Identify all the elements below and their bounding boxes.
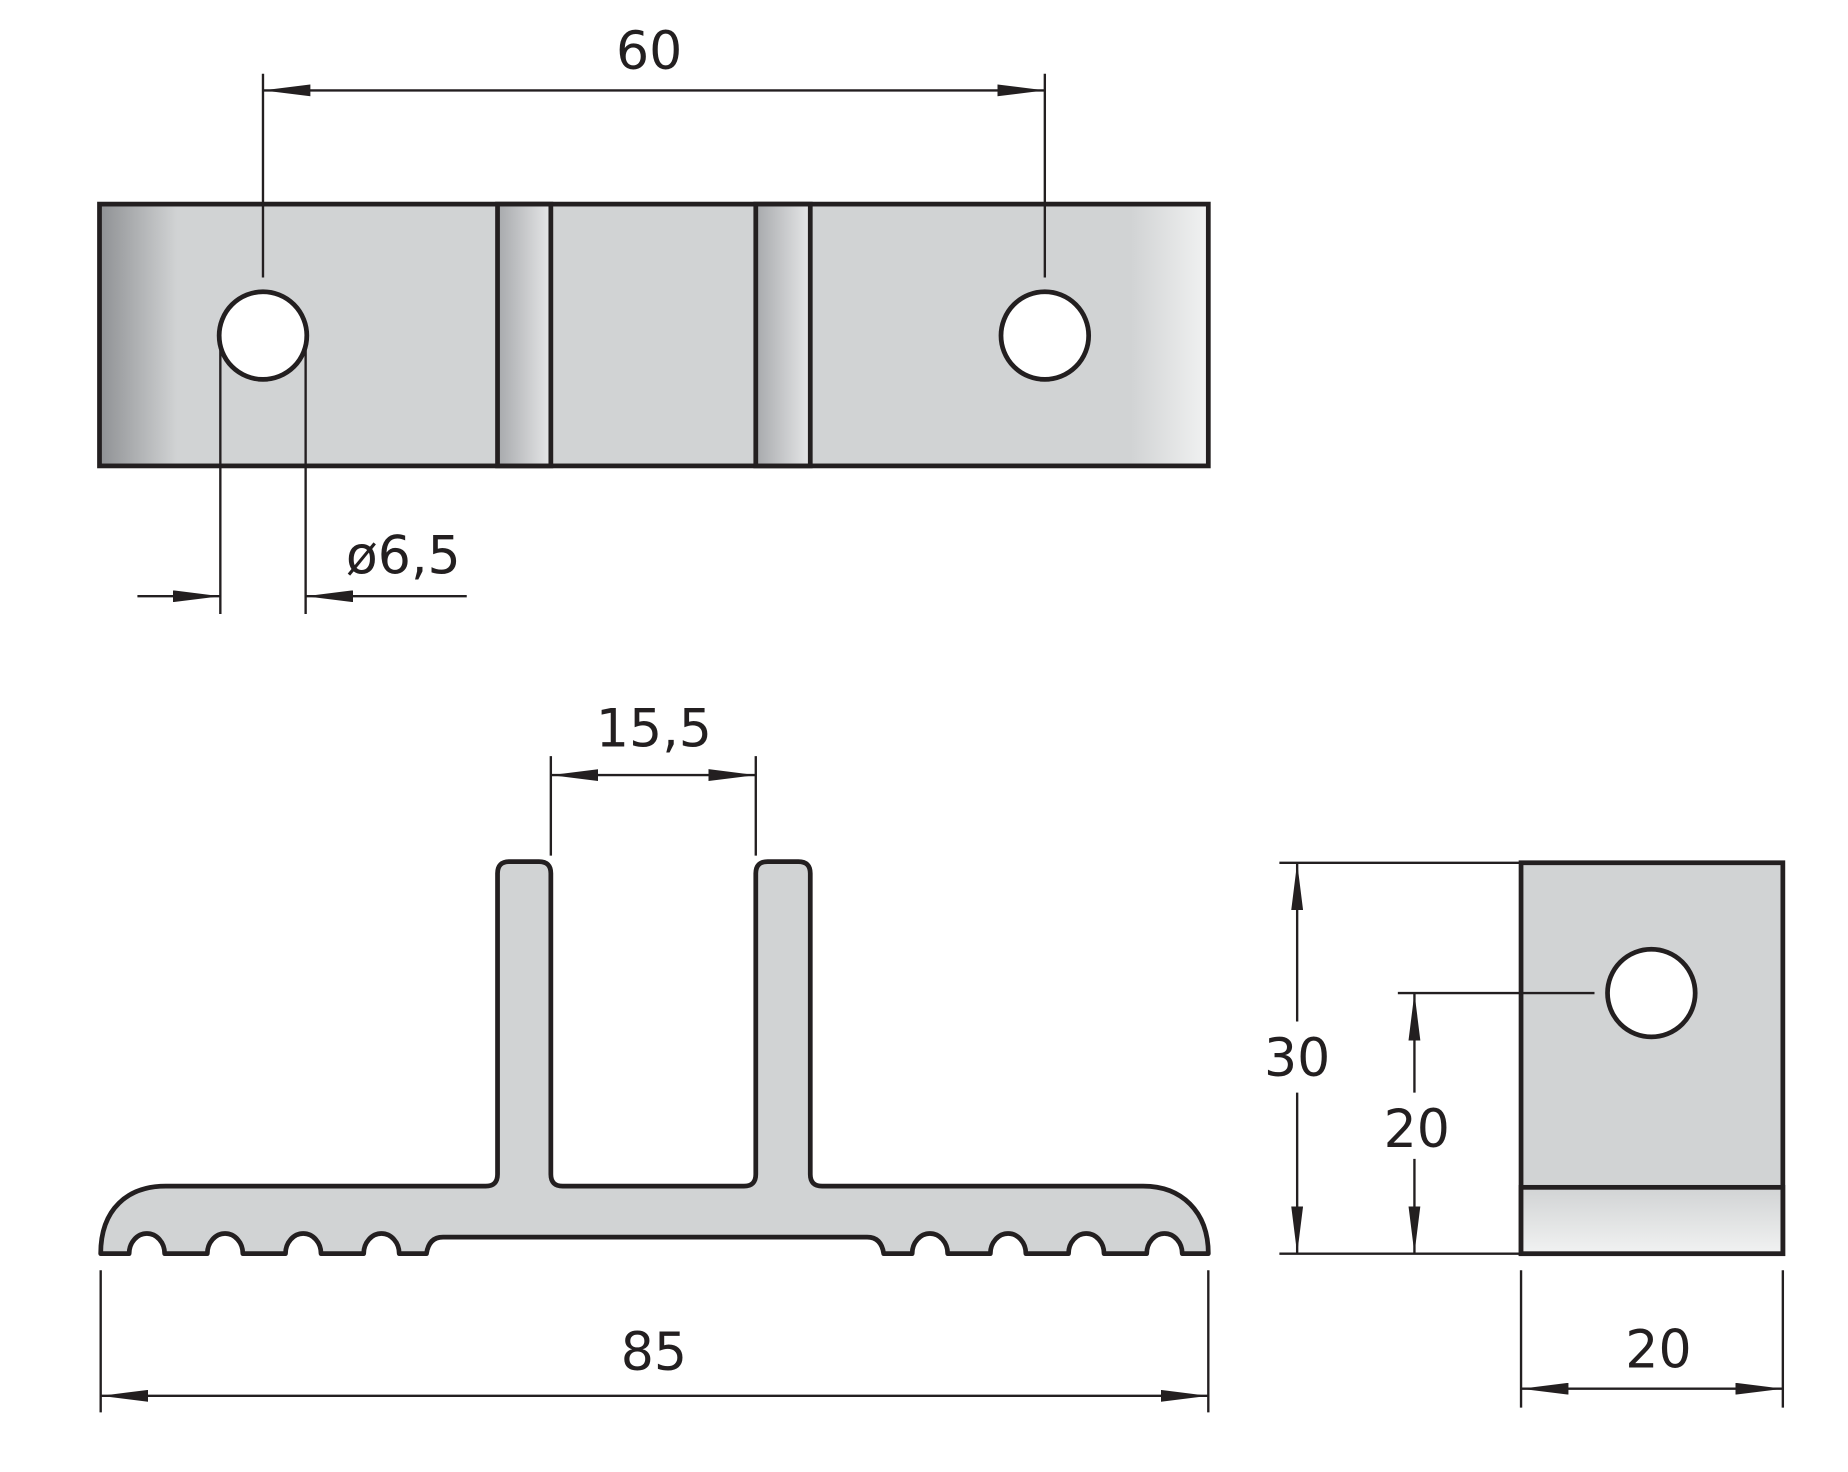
top-view: 60 ø6,5 xyxy=(97,22,1211,614)
groove-right xyxy=(753,201,813,469)
side-hole xyxy=(1605,946,1698,1040)
dim-hole-height: 20 xyxy=(1384,1100,1450,1160)
dim-depth: 20 xyxy=(1625,1320,1691,1380)
side-base-strip xyxy=(1518,1184,1786,1257)
side-view: 30 20 20 xyxy=(1264,860,1786,1408)
mounting-hole-right xyxy=(998,289,1092,382)
dim-hole-diameter: ø6,5 xyxy=(346,527,461,587)
front-view: 15,5 85 xyxy=(98,700,1211,1413)
profile-section xyxy=(98,859,1211,1257)
dim-hole-spacing: 60 xyxy=(616,22,682,82)
mounting-hole-left xyxy=(216,289,310,382)
dim-height: 30 xyxy=(1264,1029,1330,1089)
dim-overall-width: 85 xyxy=(621,1323,687,1383)
groove-left xyxy=(495,201,554,469)
dim-slot-width: 15,5 xyxy=(596,700,712,760)
